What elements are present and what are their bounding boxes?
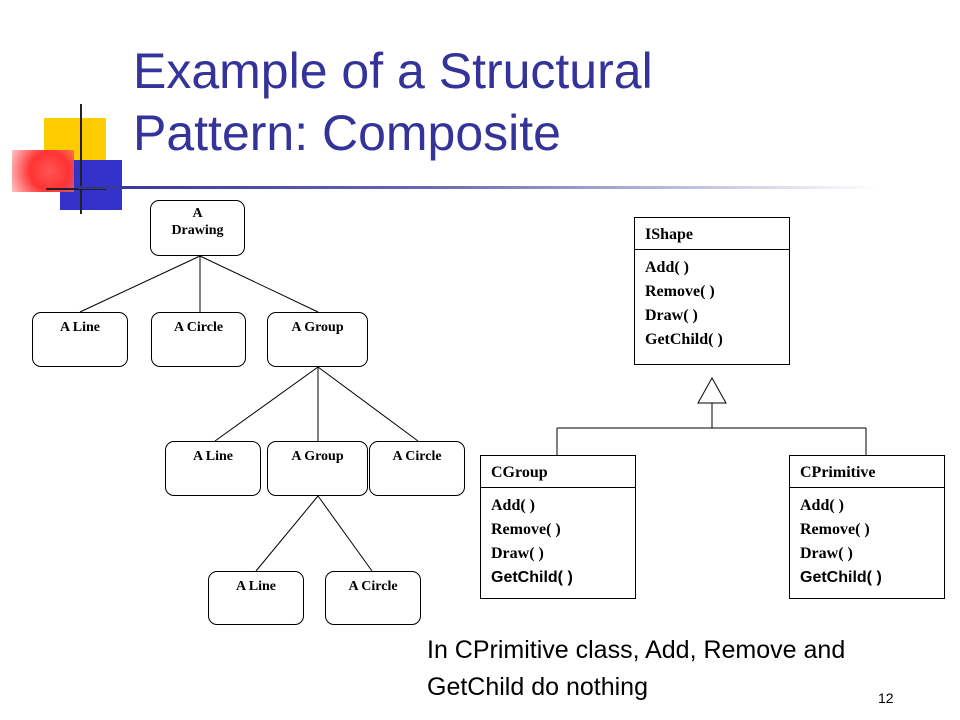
uml-class-cgroup: CGroup Add( ) Remove( ) Draw( ) GetChild… xyxy=(480,455,636,599)
tree-node-l2-group-label: A Group xyxy=(291,449,344,464)
uml-op: Add( ) xyxy=(491,497,536,514)
title-line-2: Pattern: Composite xyxy=(133,105,561,161)
uml-class-cgroup-name: CGroup xyxy=(481,456,635,488)
tree-node-root-label: A Drawing xyxy=(171,206,224,238)
tree-node-l1-group: A Group xyxy=(267,312,368,367)
uml-op: Add( ) xyxy=(800,497,845,514)
page-number: 12 xyxy=(878,690,894,706)
title-underline xyxy=(78,186,878,189)
tree-node-l1-group-label: A Group xyxy=(291,320,344,335)
tree-node-root: A Drawing xyxy=(150,200,245,256)
uml-op: Remove( ) xyxy=(800,521,870,538)
uml-op: GetChild( ) xyxy=(491,569,573,586)
uml-class-cgroup-operations: Add( ) Remove( ) Draw( ) GetChild( ) xyxy=(481,488,635,590)
tree-node-l2-circle: A Circle xyxy=(369,441,465,496)
tree-node-l1-circle: A Circle xyxy=(151,312,246,367)
uml-class-ishape-name: IShape xyxy=(635,218,789,250)
uml-class-cprimitive: CPrimitive Add( ) Remove( ) Draw( ) GetC… xyxy=(789,455,945,599)
uml-class-ishape-operations: Add( ) Remove( ) Draw( ) GetChild( ) xyxy=(635,250,789,352)
uml-op: Remove( ) xyxy=(491,521,561,538)
deco-vertical-line xyxy=(80,104,82,214)
tree-node-l2-group: A Group xyxy=(267,441,368,496)
tree-node-l3-line-label: A Line xyxy=(235,579,277,594)
tree-node-l2-circle-label: A Circle xyxy=(392,449,442,464)
deco-horizontal-line xyxy=(46,188,106,190)
tree-node-l2-line: A Line xyxy=(165,441,261,496)
uml-op: Add( ) xyxy=(645,259,690,276)
tree-node-l1-line-label: A Line xyxy=(59,320,101,335)
uml-op: Draw( ) xyxy=(800,545,853,562)
tree-node-l3-circle: A Circle xyxy=(325,571,421,625)
deco-red-square xyxy=(12,150,74,192)
tree-node-l1-line: A Line xyxy=(32,312,128,367)
uml-class-cprimitive-operations: Add( ) Remove( ) Draw( ) GetChild( ) xyxy=(790,488,944,590)
tree-node-l1-circle-label: A Circle xyxy=(173,320,224,335)
tree-node-l2-line-label: A Line xyxy=(192,449,234,464)
uml-op: GetChild( ) xyxy=(645,331,723,348)
note-line-2: GetChild do nothing xyxy=(427,673,648,701)
uml-op: Draw( ) xyxy=(645,307,698,324)
slide-title: Example of a Structural Pattern: Composi… xyxy=(133,40,933,164)
uml-class-cprimitive-name: CPrimitive xyxy=(790,456,944,488)
tree-node-l3-line: A Line xyxy=(208,571,304,625)
uml-class-ishape: IShape Add( ) Remove( ) Draw( ) GetChild… xyxy=(634,217,790,365)
tree-node-l3-circle-label: A Circle xyxy=(348,579,398,594)
uml-op: Remove( ) xyxy=(645,283,715,300)
uml-op: Draw( ) xyxy=(491,545,544,562)
title-line-1: Example of a Structural xyxy=(133,43,653,99)
uml-op: GetChild( ) xyxy=(800,569,882,586)
explanation-note: In CPrimitive class, Add, Remove and Get… xyxy=(427,632,845,706)
note-line-1: In CPrimitive class, Add, Remove and xyxy=(427,636,846,664)
